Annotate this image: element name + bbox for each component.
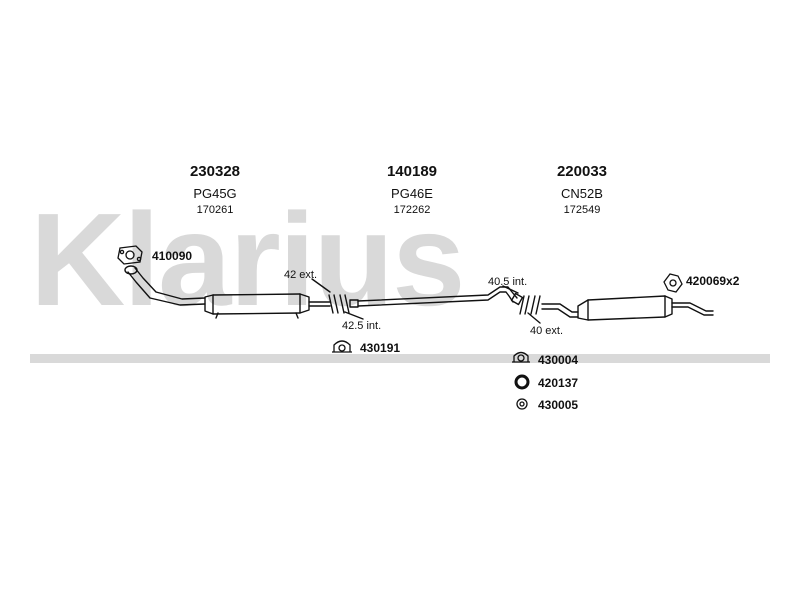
part-code: PG45G [193, 186, 237, 201]
part-header-rear: 220033 CN52B 172549 [522, 163, 642, 216]
brand-watermark: Klarius [30, 194, 770, 363]
part-header-middle: 140189 PG46E 172262 [352, 163, 472, 216]
watermark-logo-text: Klarius [30, 186, 465, 333]
accessory-label-clamp-rear: 430004 [538, 353, 579, 367]
rear-joint-int-label: 40.5 int. [488, 276, 528, 288]
part-code: CN52B [561, 186, 603, 201]
gasket-icon [117, 245, 143, 265]
clamp-icon [512, 351, 530, 363]
rear-silencer [541, 295, 714, 321]
accessory-label-clamp-front: 430191 [360, 341, 401, 355]
front-joint-int-label: 42.5 int. [342, 320, 382, 332]
part-number: 140189 [386, 163, 438, 180]
part-ref: 170261 [196, 204, 234, 216]
part-ref: 172549 [563, 204, 601, 216]
part-code: PG46E [391, 186, 433, 201]
middle-pipe [349, 286, 524, 308]
hanger-icon [663, 273, 683, 293]
ring-icon [514, 374, 530, 390]
watermark-underline [30, 354, 770, 363]
small-clamp-icon [516, 398, 528, 410]
front-silencer [204, 293, 331, 319]
part-ref: 172262 [393, 204, 431, 216]
front-downpipe [124, 265, 206, 306]
accessory-label-gasket: 410090 [152, 249, 193, 263]
part-number: 220033 [556, 163, 608, 180]
front-joint [328, 294, 350, 314]
accessory-label-clamp-small: 430005 [538, 398, 579, 412]
clamp-icon [332, 340, 352, 353]
part-header-front: 230328 PG45G 170261 [155, 163, 275, 216]
rear-joint [519, 295, 541, 315]
rear-joint-ext-label: 40 ext. [530, 325, 564, 337]
accessory-label-hanger: 420069x2 [686, 274, 740, 288]
front-joint-ext-label: 42 ext. [284, 269, 318, 281]
accessory-label-ring: 420137 [538, 376, 579, 390]
part-number: 230328 [189, 163, 241, 180]
